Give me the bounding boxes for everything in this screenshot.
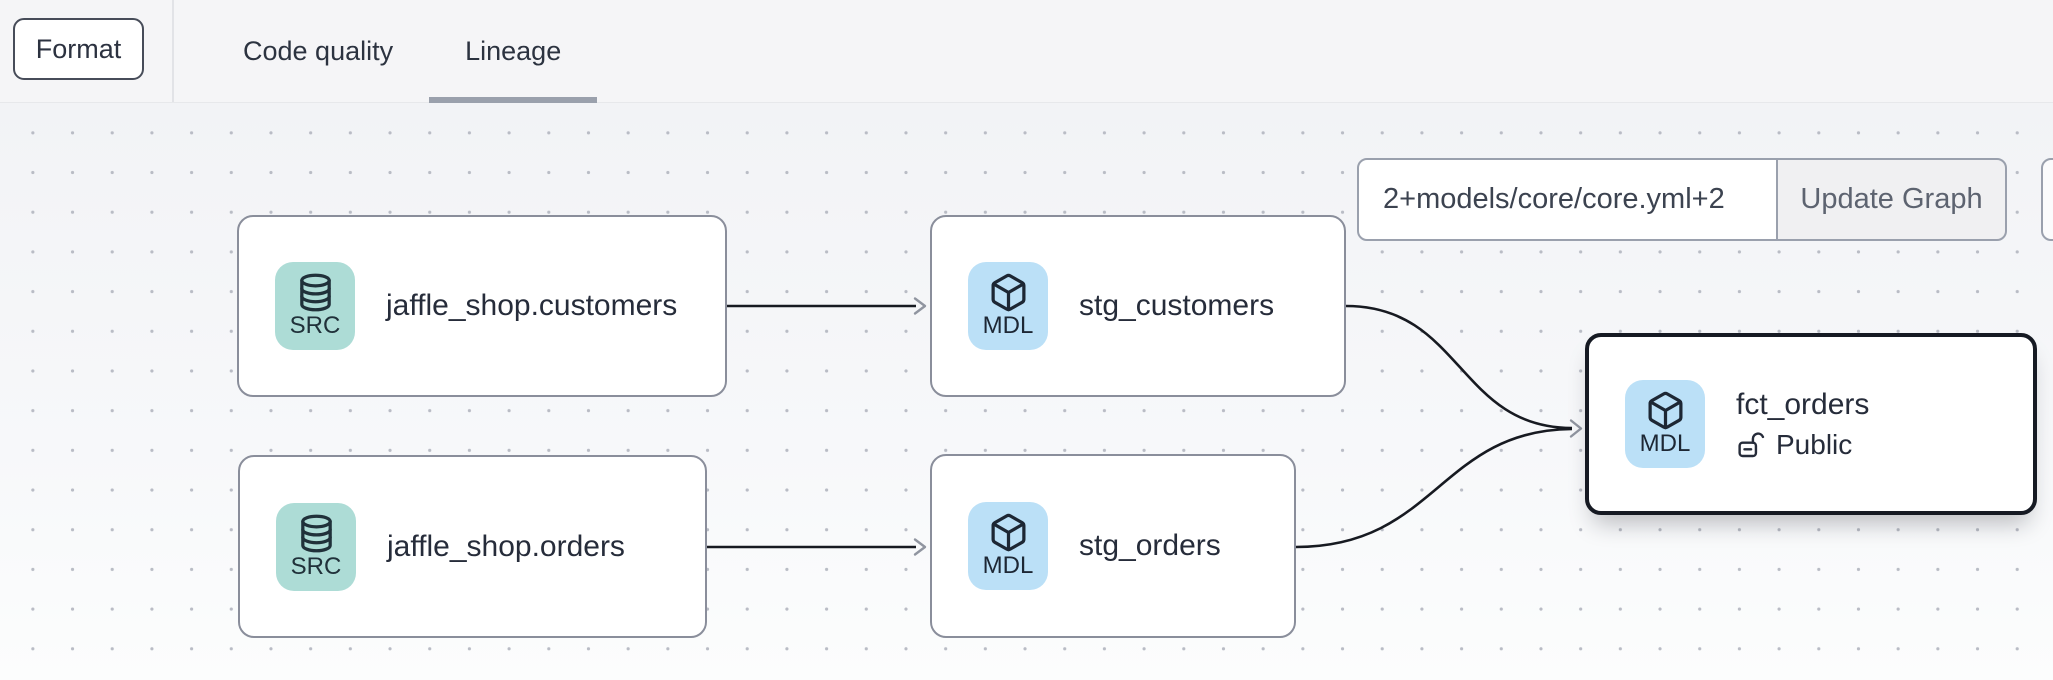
model-badge: MDL	[1625, 380, 1705, 468]
node-fct-orders[interactable]: MDL fct_orders Public	[1585, 333, 2037, 515]
node-stg-customers[interactable]: MDL stg_customers	[930, 215, 1346, 397]
source-badge: SRC	[275, 262, 355, 350]
node-jaffle-shop-customers[interactable]: SRC jaffle_shop.customers	[237, 215, 727, 397]
topbar: Format Code quality Lineage	[0, 0, 2053, 103]
node-text-column: fct_orders Public	[1736, 388, 1869, 461]
tab-lineage-label: Lineage	[465, 36, 562, 66]
edge-stg-customers-to-fct-orders	[1345, 304, 1573, 430]
format-button[interactable]: Format	[13, 18, 144, 80]
node-access-label: Public	[1776, 428, 1853, 460]
arrowhead-icon	[913, 538, 927, 556]
model-badge: MDL	[968, 262, 1048, 350]
update-graph-button[interactable]: Update Graph	[1776, 158, 2007, 241]
node-label: jaffle_shop.orders	[387, 529, 625, 563]
badge-label: SRC	[290, 552, 342, 580]
badge-label: SRC	[289, 312, 341, 339]
edge-stg-orders-to-fct-orders	[1295, 427, 1573, 549]
topbar-divider	[172, 0, 174, 102]
node-stg-orders[interactable]: MDL stg_orders	[930, 454, 1296, 638]
badge-label: MDL	[982, 552, 1034, 579]
source-badge: SRC	[276, 502, 356, 591]
cube-icon	[991, 513, 1025, 552]
badge-label: MDL	[982, 312, 1034, 339]
database-icon	[299, 273, 331, 312]
tab-code-quality-label: Code quality	[243, 36, 394, 66]
model-badge: MDL	[968, 502, 1048, 590]
unlock-icon	[1738, 432, 1765, 458]
selector-input[interactable]	[1357, 158, 1778, 241]
node-label: jaffle_shop.customers	[386, 289, 678, 322]
cube-icon	[991, 273, 1025, 312]
node-label: fct_orders	[1736, 387, 1870, 421]
active-tab-underline	[429, 97, 598, 103]
node-access: Public	[1736, 429, 1869, 461]
arrowhead-icon	[913, 297, 927, 315]
arrowhead-icon	[1569, 419, 1583, 438]
lineage-canvas[interactable]: SRC jaffle_shop.customers MDL stg_custom…	[0, 103, 2053, 680]
tab-lineage[interactable]: Lineage	[429, 0, 598, 103]
cube-icon	[1648, 391, 1682, 430]
node-label: stg_orders	[1079, 529, 1221, 562]
tab-code-quality[interactable]: Code quality	[207, 0, 429, 103]
selector-group: Update Graph	[1357, 158, 2007, 241]
node-label: stg_customers	[1079, 289, 1275, 322]
clipped-right-button[interactable]	[2041, 158, 2053, 241]
tab-bar: Code quality Lineage	[207, 0, 598, 103]
badge-label: MDL	[1639, 430, 1691, 457]
node-jaffle-shop-orders[interactable]: SRC jaffle_shop.orders	[238, 455, 707, 638]
database-icon	[300, 514, 332, 552]
